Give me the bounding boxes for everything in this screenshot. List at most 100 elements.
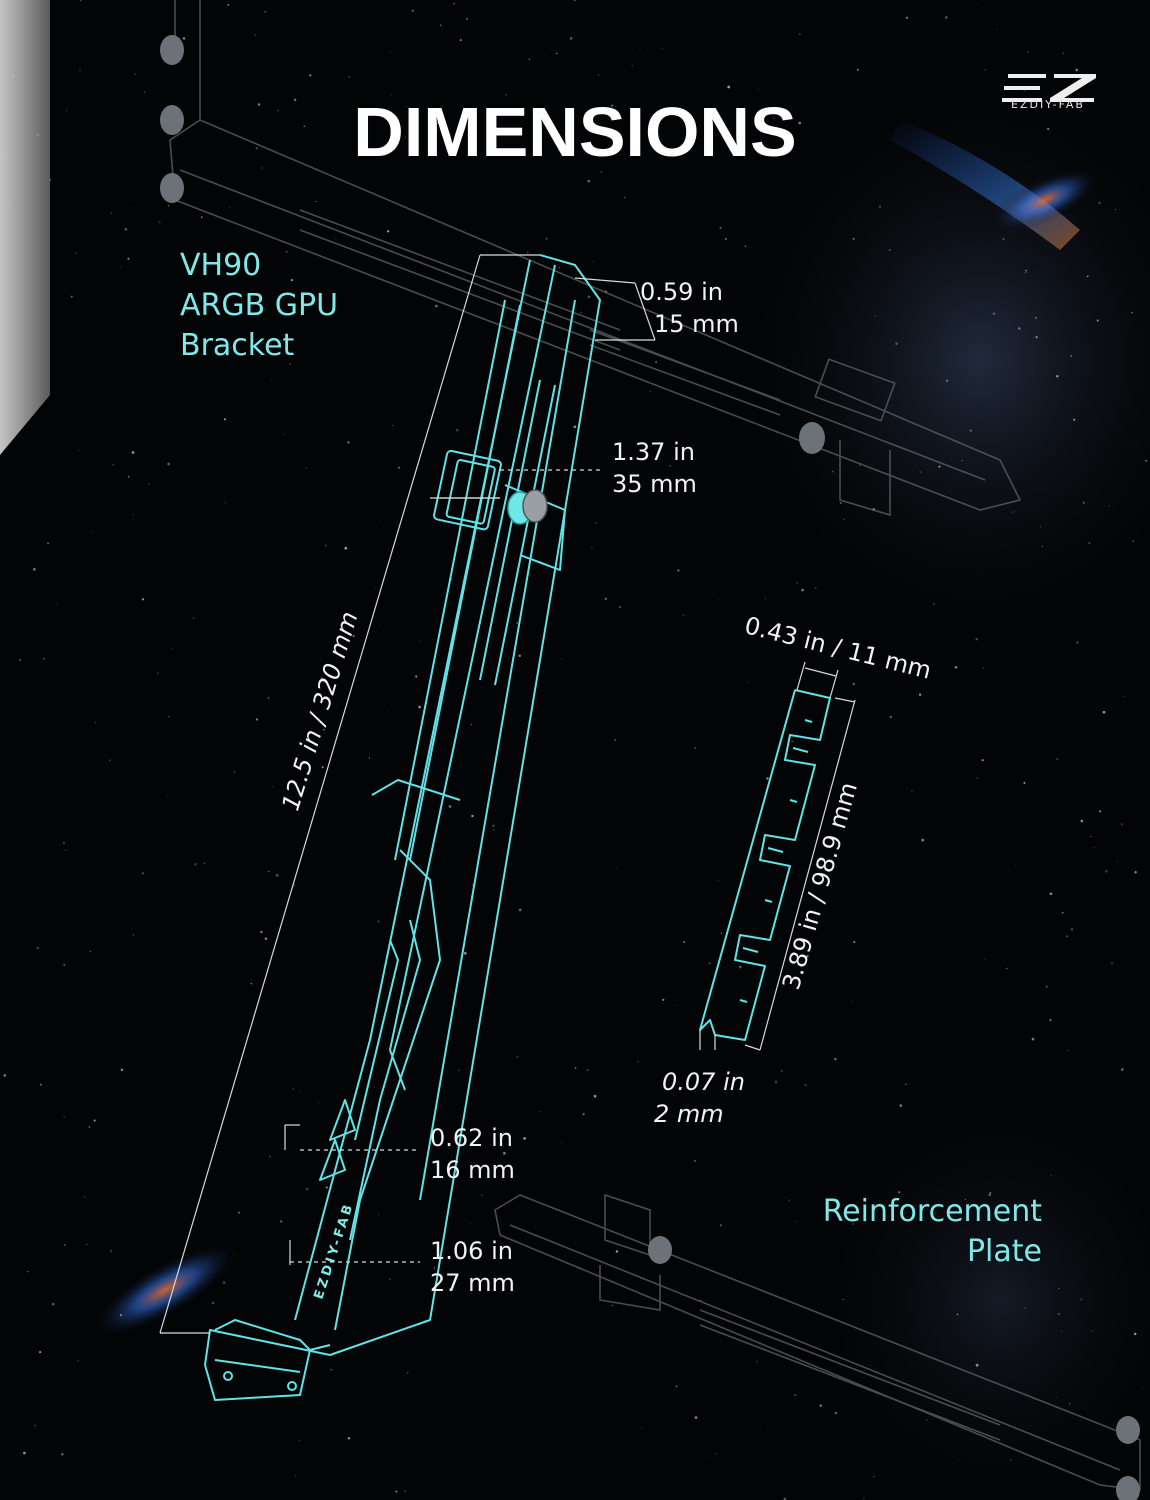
star	[64, 1244, 66, 1246]
star	[377, 920, 380, 923]
star	[373, 1086, 375, 1088]
star	[264, 937, 268, 940]
star	[293, 98, 297, 102]
dim-line: 1.06 in	[430, 1237, 513, 1265]
brand-name: EZDIY-FAB	[1011, 98, 1085, 111]
star	[663, 329, 666, 332]
star	[95, 722, 97, 724]
star	[39, 1083, 43, 1086]
star	[804, 1084, 807, 1087]
star	[86, 1244, 88, 1246]
star	[819, 1404, 822, 1407]
star	[718, 598, 720, 601]
star	[573, 425, 577, 429]
star	[1031, 1037, 1035, 1041]
star	[1009, 1459, 1012, 1462]
star	[61, 1453, 64, 1456]
dim-top-width: 0.59 in 15 mm	[640, 276, 739, 340]
star	[964, 1198, 967, 1200]
star	[448, 805, 452, 808]
star	[857, 501, 859, 502]
star	[1015, 511, 1017, 513]
star	[1018, 327, 1021, 330]
star	[561, 1141, 563, 1144]
star	[586, 1069, 589, 1072]
star	[715, 1452, 717, 1455]
star	[969, 429, 973, 432]
star	[873, 1475, 875, 1478]
star	[938, 465, 941, 468]
star	[124, 228, 128, 231]
dim-line: 2 mm	[654, 1100, 724, 1128]
star	[777, 1392, 778, 1393]
star	[318, 1102, 320, 1104]
dim-line: 1.37 in	[612, 438, 695, 466]
star	[1121, 823, 1123, 825]
dim-lower-width-a: 0.62 in 16 mm	[430, 1122, 515, 1186]
star	[43, 658, 45, 660]
star	[832, 470, 834, 473]
star	[63, 1116, 65, 1118]
star	[941, 404, 942, 406]
star	[694, 747, 696, 749]
star	[834, 1411, 838, 1415]
star	[1085, 733, 1087, 735]
star	[989, 1191, 992, 1194]
star	[1023, 90, 1025, 92]
star	[148, 483, 150, 485]
star	[582, 1113, 585, 1116]
star	[56, 602, 58, 604]
star	[89, 950, 92, 953]
star	[518, 908, 522, 912]
star	[470, 723, 473, 726]
star	[277, 109, 279, 112]
star	[945, 379, 949, 382]
dim-line: 15 mm	[654, 310, 739, 338]
star	[132, 934, 135, 936]
star	[574, 1067, 577, 1069]
star	[3, 1074, 7, 1077]
star	[352, 634, 355, 638]
star	[545, 237, 548, 240]
star	[516, 1055, 519, 1058]
star	[783, 1497, 787, 1500]
star	[694, 1416, 698, 1419]
star	[1025, 269, 1028, 272]
star	[375, 588, 377, 589]
dim-slider-height: 1.37 in 35 mm	[612, 436, 697, 500]
star	[573, 0, 576, 2]
star	[325, 1186, 328, 1189]
star	[222, 1281, 226, 1284]
star	[316, 1185, 318, 1187]
star	[834, 1057, 837, 1061]
star	[639, 49, 641, 51]
star	[19, 658, 22, 661]
star	[607, 1047, 609, 1049]
star	[869, 1364, 871, 1366]
ezdiy-logo-icon	[1002, 74, 1096, 102]
star	[303, 125, 306, 128]
plate-label-line: Reinforcement	[822, 1194, 1042, 1229]
star	[348, 75, 351, 78]
plate-label-line: Plate	[966, 1234, 1042, 1269]
dim-line: 0.07 in	[662, 1068, 745, 1096]
star	[325, 545, 327, 547]
star	[561, 658, 563, 660]
star	[733, 333, 735, 335]
star	[674, 1004, 676, 1006]
star	[791, 740, 794, 743]
star	[798, 874, 800, 876]
star	[227, 4, 230, 6]
star	[93, 1119, 96, 1122]
star	[919, 470, 922, 474]
star	[961, 460, 963, 462]
star	[655, 361, 658, 363]
star	[1049, 1018, 1052, 1022]
star	[744, 245, 747, 247]
star	[659, 113, 663, 116]
star	[852, 237, 855, 240]
star	[269, 1155, 271, 1158]
star	[523, 1137, 526, 1140]
star	[1123, 695, 1125, 697]
star	[604, 597, 608, 600]
